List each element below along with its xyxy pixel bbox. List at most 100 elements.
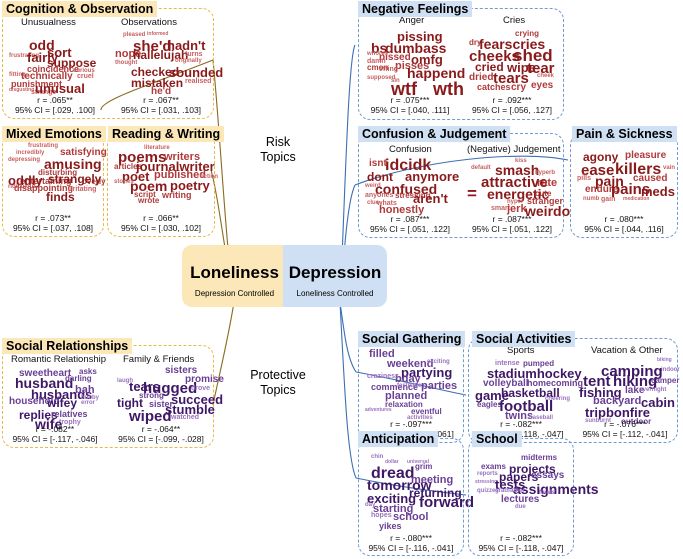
cloud-word: confused (375, 180, 438, 197)
cloud-word: biking (657, 357, 672, 364)
cloud-word: disgusting (9, 86, 35, 93)
cloud-word: volleyball (483, 377, 529, 389)
cloud-word: tears (129, 378, 161, 394)
cloud-word: wth (433, 78, 464, 99)
cloud-word: script (134, 189, 156, 199)
cloud-word: turns (185, 51, 203, 59)
family-subtitle: Family & Friends (123, 354, 195, 365)
cloud-word: technically (21, 70, 73, 82)
judgement-r: r = .087*** (492, 214, 532, 224)
cloud-word: stranger (527, 195, 564, 206)
cloud-word: ridiculous (8, 183, 37, 190)
cloud-word: chin (371, 454, 384, 461)
cloud-word: poems (118, 148, 167, 166)
reading-writing-stats: r = .066**95% CI = [.030, .102] (108, 213, 214, 233)
cloud-word: wrote (138, 196, 160, 206)
cloud-word: exams (481, 461, 506, 471)
cloud-word: cabin (641, 394, 675, 410)
cloud-word: partying (401, 364, 453, 380)
cloud-word: darling (65, 373, 92, 383)
cloud-word: fishing (579, 384, 622, 400)
cloud-word: pissed (379, 51, 411, 63)
unusualness-r: r = .065** (37, 95, 73, 105)
cloud-word: smash (495, 161, 540, 178)
anger-stats: r = .075***95% CI = [.040, .111] (359, 95, 461, 115)
protective-topics-label: Protective Topics (250, 368, 306, 397)
cloud-word: medication (623, 196, 650, 203)
sports-subtitle: Sports (507, 345, 535, 356)
cloud-word: fairly (27, 50, 59, 66)
cloud-word: he'd (151, 85, 172, 97)
negative-feelings-title: Negative Feelings (358, 1, 473, 17)
cloud-word: overnight (639, 387, 667, 394)
loneliness-subtitle: Depression Controlled (194, 289, 275, 298)
cloud-word: meeting (411, 473, 454, 486)
cloud-word: happend (407, 65, 466, 82)
confusion-subtitle: Confusion (389, 144, 432, 155)
cloud-word: published (154, 169, 206, 182)
cloud-word: twins (505, 410, 534, 423)
cloud-word: planned (385, 390, 428, 403)
cloud-word: stumble (165, 402, 215, 418)
vacation-subtitle: Vacation & Other (591, 345, 663, 356)
depression-node: Depression Loneliness Controlled (283, 245, 387, 307)
cloud-word: strong (139, 390, 164, 400)
school-r: r = -.082*** (500, 533, 542, 543)
observations-subtitle: Observations (121, 17, 177, 28)
cloud-word: strange (31, 89, 57, 97)
cloud-word: assignments (513, 480, 599, 497)
cloud-word: agony (583, 150, 619, 165)
cloud-word: school (393, 511, 429, 524)
cloud-word: sister (149, 399, 174, 409)
cloud-word: tears (493, 70, 529, 88)
cloud-word: wipe (507, 60, 536, 75)
cloud-word: husbands (31, 387, 93, 403)
cloud-word: hallelujah (133, 48, 189, 63)
cloud-word: poet (122, 169, 150, 185)
cloud-word: trophy (59, 418, 81, 426)
judgement-stats: r = .087***95% CI = [.051, .122] (461, 214, 563, 234)
family-r: r = -.064** (141, 424, 181, 434)
cloud-word: writers (164, 150, 201, 163)
cloud-word: cry (511, 82, 527, 94)
cloud-word: adventures (365, 407, 392, 414)
cloud-word: odd (29, 36, 55, 53)
cloud-word: hubby (81, 394, 99, 401)
cloud-word: checked (131, 65, 180, 80)
cloud-word: coincidence (27, 63, 80, 74)
cloud-word: rate (537, 177, 558, 190)
cloud-word: sisters (165, 365, 198, 376)
cloud-word: day (365, 502, 376, 508)
blue-branch-anticipation (339, 301, 357, 479)
cloud-word: endure (585, 184, 619, 196)
observations-stats: r = .067**95% CI = [.031, .103] (109, 95, 213, 115)
cloud-word: dried (469, 71, 494, 83)
social-activities-title: Social Activities (472, 331, 576, 347)
cloud-word: realised (185, 78, 212, 86)
cloud-word: whores (367, 50, 389, 57)
orange-branch-social-rel (212, 301, 235, 406)
vacation-ci: 95% CI = [-.112, -.041] (582, 429, 668, 439)
cloud-word: default (471, 164, 491, 171)
cloud-word: household (9, 395, 60, 407)
cloud-word: baseball (529, 414, 554, 421)
cloud-word: cheering (545, 395, 571, 402)
cloud-word: tests (495, 477, 526, 493)
cloud-word: reports (477, 471, 498, 478)
cloud-word: curious (73, 68, 95, 75)
anticipation-r: r = -.080*** (390, 533, 432, 543)
cries-ci: 95% CI = [.056, .127] (471, 105, 553, 115)
cloud-word: articles (114, 162, 143, 172)
cloud-word: omfg (411, 51, 443, 67)
cloud-word: weekend (387, 357, 434, 370)
cloud-word: depressing (8, 157, 41, 164)
romantic-ci: 95% CI = [-.117, -.046] (12, 434, 98, 444)
cloud-word: shed (513, 46, 553, 66)
